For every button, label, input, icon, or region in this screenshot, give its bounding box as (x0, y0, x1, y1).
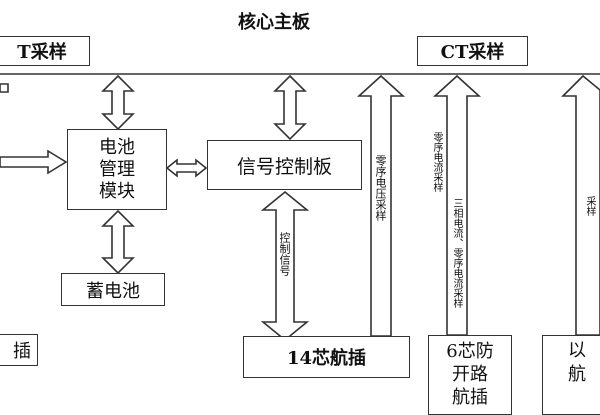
battery-mgmt-line-3: 模块 (99, 180, 135, 202)
zero-current-sampling-label: 零序电流采样 (431, 132, 442, 192)
left-bottom-box: 插 (0, 334, 38, 366)
signal-control-board-box: 信号控制板 (207, 140, 362, 190)
right-bottom-line-1: 以 (568, 340, 586, 361)
arrow-bus-signal-board (273, 74, 307, 141)
arrow-left-input (0, 149, 68, 175)
arrow-mgmt-signal (165, 158, 208, 178)
left-bottom-label: 插 (13, 341, 31, 362)
battery-label: 蓄电池 (86, 280, 140, 302)
control-signal-label: 控制信号 (278, 232, 291, 276)
left-edge-arrow (0, 83, 9, 93)
connector-6-pin-line-1: 6芯防 (446, 341, 494, 362)
zero-voltage-sampling-label: 零序电压采样 (374, 155, 387, 221)
right-edge-sampling-label: 采样 (584, 196, 595, 216)
diagram-canvas (0, 73, 600, 342)
arrow-bus-battery-mgmt (101, 74, 135, 131)
battery-box: 蓄电池 (61, 273, 165, 306)
battery-management-box: 电池 管理 模块 (67, 129, 167, 210)
signal-control-board-label: 信号控制板 (236, 155, 332, 178)
ct-sampling-left-label: T采样 (17, 42, 67, 63)
arrow-mgmt-battery (101, 209, 135, 275)
page-title: 核心主板 (238, 12, 310, 33)
ct-sampling-right-label: CT采样 (440, 42, 505, 63)
connector-6-pin-box: 6芯防 开路 航插 (428, 335, 512, 415)
connector-6-pin-line-3: 航插 (452, 387, 488, 408)
right-bottom-line-2: 航 (568, 364, 586, 385)
ct-sampling-box-left: T采样 (0, 36, 90, 66)
connector-14-pin-label: 14芯航插 (286, 348, 367, 369)
right-bottom-box: 以 航 (542, 335, 600, 415)
connector-14-pin-box: 14芯航插 (243, 336, 410, 378)
battery-mgmt-line-2: 管理 (99, 158, 135, 180)
connector-6-pin-line-2: 开路 (452, 364, 488, 385)
ct-sampling-box-right: CT采样 (417, 36, 528, 66)
three-phase-current-label: 三相电流、零序电流采样 (451, 198, 462, 308)
battery-mgmt-line-1: 电池 (99, 136, 135, 158)
